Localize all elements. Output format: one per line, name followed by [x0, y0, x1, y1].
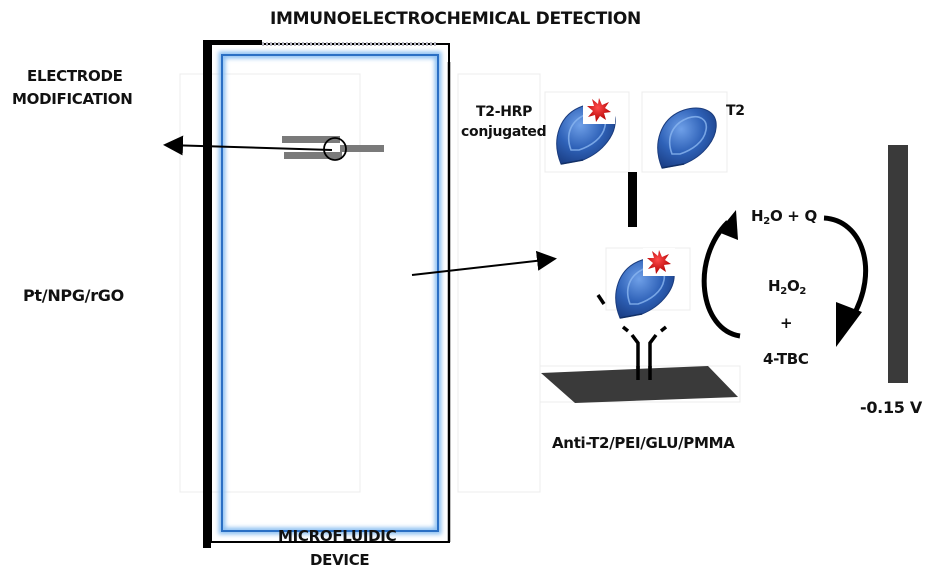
microfluidic-device	[203, 40, 451, 548]
redox-reactant-4tbc: 4-TBC	[763, 350, 809, 368]
reactant-o: O	[786, 277, 800, 295]
electrode-strip-right	[340, 145, 384, 152]
electrode-modification-label-2: MODIFICATION	[12, 90, 133, 108]
cycle-arrow-right-head	[836, 302, 862, 347]
competition-bar	[628, 172, 637, 227]
toxin-frame	[641, 91, 728, 173]
conjugate-label-2: conjugated	[461, 124, 547, 140]
device-outline	[210, 43, 450, 543]
potential-label: -0.15 V	[860, 398, 922, 417]
microfluidic-device-label-2: DEVICE	[310, 551, 370, 569]
t2-hrp-conjugate	[555, 96, 616, 165]
hrp-enzyme-icon	[643, 248, 675, 276]
free-toxin-label: T2	[726, 103, 745, 119]
cycle-arrow-left	[701, 220, 741, 339]
bound-conjugate	[614, 248, 675, 319]
arrow-to-modification	[163, 135, 333, 156]
redox-reactant-h2o2: H2O2	[768, 277, 806, 297]
product-rest: O + Q	[769, 207, 817, 225]
electrode-strip-bottom	[284, 152, 342, 159]
toxin-icon	[656, 107, 717, 169]
channel-glow	[218, 51, 442, 535]
free-t2-toxin	[656, 107, 717, 169]
reactant-sub2: 2	[799, 286, 807, 297]
product-h: H	[751, 207, 764, 225]
reactant-sub1: 2	[780, 286, 787, 297]
surface-label: Anti-T2/PEI/GLU/PMMA	[552, 434, 735, 452]
cycle-arrow-left-head	[718, 210, 738, 240]
pmma-surface	[541, 366, 738, 403]
arrow-to-assay	[411, 250, 557, 276]
product-sub: 2	[763, 216, 770, 227]
hrp-enzyme-icon	[583, 96, 615, 124]
cycle-arrow-right	[823, 215, 869, 320]
surface-frame	[539, 365, 741, 403]
electrode-strip-top	[282, 136, 340, 143]
diagram-title: IMMUNOELECTROCHEMICAL DETECTION	[270, 9, 641, 29]
microfluidic-device-label-1: MICROFLUIDIC	[278, 527, 397, 545]
redox-product-label: H2O + Q	[751, 207, 817, 227]
electrode-modification-label-1: ELECTRODE	[27, 67, 123, 85]
electrode-material-label: Pt/NPG/rGO	[23, 286, 124, 305]
redox-plus: +	[780, 314, 793, 332]
left-panel-outline	[179, 73, 361, 493]
conjugate-frame	[544, 91, 630, 173]
conjugate-label-1: T2-HRP	[476, 104, 533, 120]
device-shadow-border	[203, 40, 262, 548]
right-panel-outline	[457, 73, 541, 493]
microfluidic-channel	[221, 54, 439, 532]
electrode-potential-bar	[888, 145, 908, 383]
reactant-h: H	[768, 277, 781, 295]
